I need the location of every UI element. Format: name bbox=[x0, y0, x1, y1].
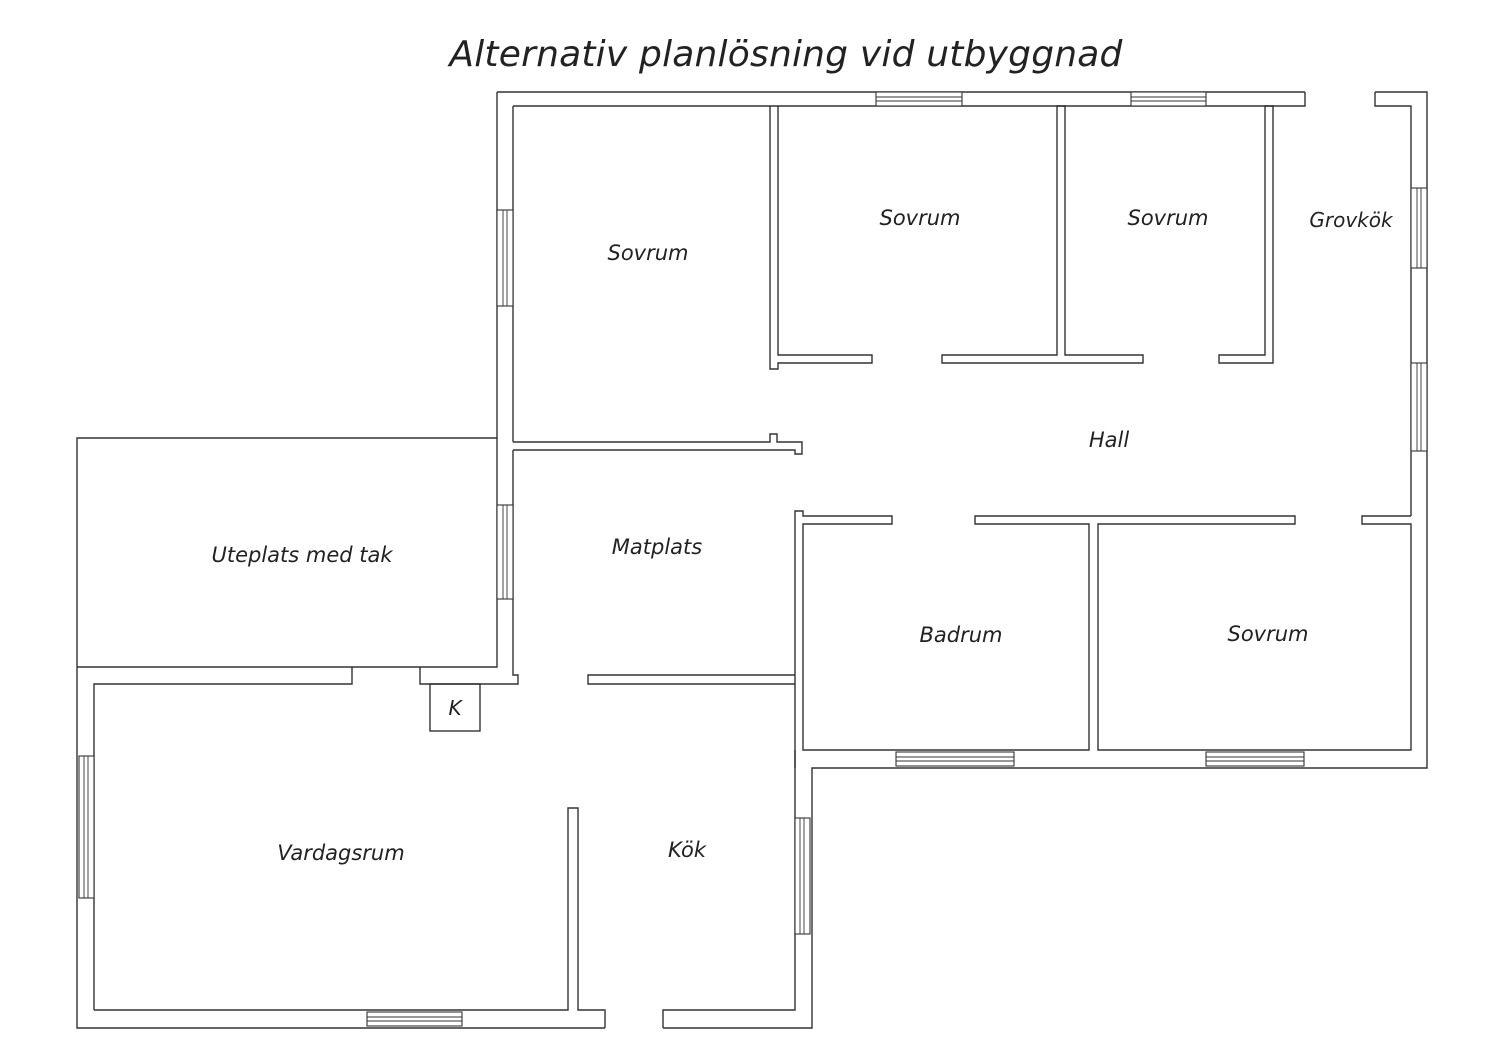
window-left-sovrum bbox=[496, 209, 514, 307]
label-matplats: Matplats bbox=[612, 535, 702, 559]
interior-walls bbox=[513, 105, 1412, 768]
label-grovkok: Grovkök bbox=[1309, 208, 1394, 232]
plan-title: Alternativ planlösning vid utbyggnad bbox=[449, 34, 1123, 75]
window-bottom-badrum bbox=[895, 751, 1015, 767]
window-bottom-vardagsrum bbox=[366, 1011, 463, 1027]
label-k: K bbox=[448, 696, 463, 720]
label-sovrum-1: Sovrum bbox=[607, 241, 688, 265]
window-right-kok bbox=[794, 817, 811, 935]
label-sovrum-2: Sovrum bbox=[879, 206, 960, 230]
window-bottom-sovrum bbox=[1205, 751, 1305, 767]
label-sovrum-3: Sovrum bbox=[1127, 206, 1208, 230]
label-hall: Hall bbox=[1089, 428, 1129, 452]
label-uteplats: Uteplats med tak bbox=[211, 543, 393, 567]
window-top-1 bbox=[875, 91, 963, 107]
room-labels: Sovrum Sovrum Sovrum Grovkök Hall Utepla… bbox=[211, 206, 1394, 865]
window-right-1 bbox=[1410, 187, 1428, 269]
window-right-2 bbox=[1410, 362, 1428, 452]
label-badrum: Badrum bbox=[919, 623, 1002, 647]
window-top-2 bbox=[1130, 91, 1207, 107]
label-vardagsrum: Vardagsrum bbox=[277, 841, 404, 865]
chimney bbox=[429, 683, 481, 732]
window-left-vardagsrum bbox=[78, 755, 95, 899]
window-left-matplats bbox=[496, 504, 514, 600]
label-sovrum-4: Sovrum bbox=[1227, 622, 1308, 646]
windows bbox=[78, 91, 1428, 1027]
label-kok: Kök bbox=[668, 838, 707, 862]
